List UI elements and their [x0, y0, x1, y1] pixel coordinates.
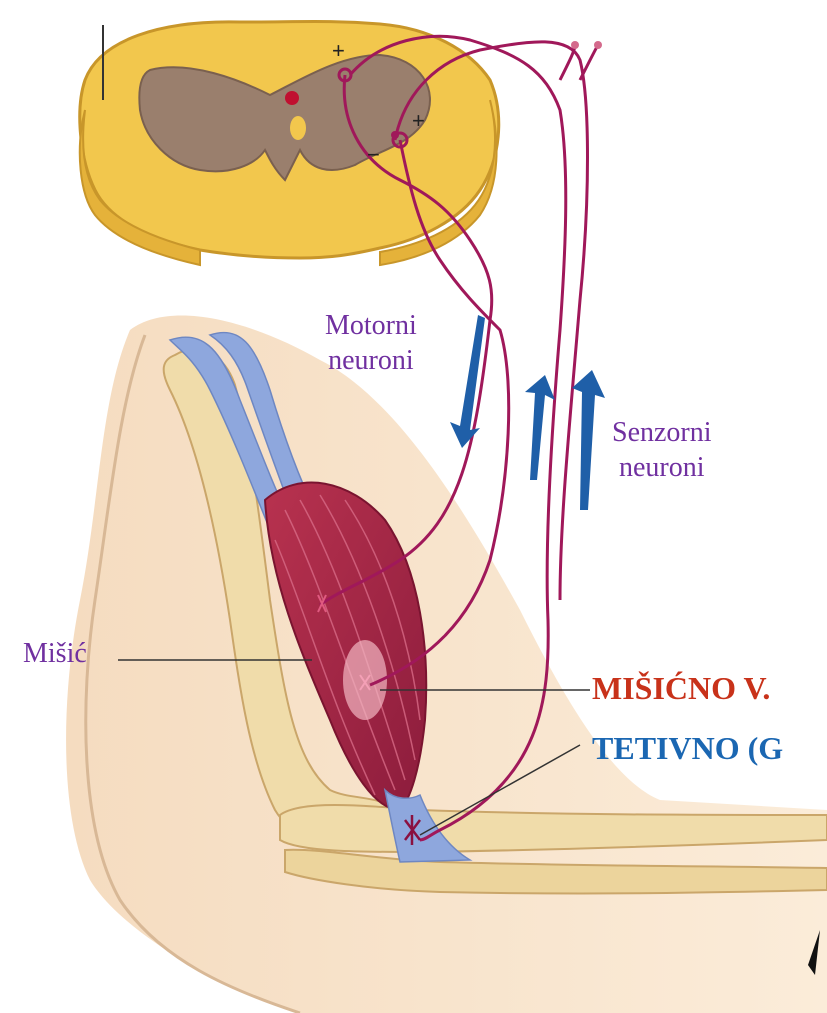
muscle-label: Mišić [23, 636, 87, 671]
minus-sign: − [367, 142, 380, 167]
nerve-ending [594, 41, 602, 49]
synapse [391, 131, 399, 139]
motor-neurons-label-line2: neuroni [325, 343, 417, 378]
motor-neurons-label-line1: Motorni [325, 308, 417, 343]
golgi-tendon-label: TETIVNO (G [592, 730, 783, 767]
arm-skin [66, 316, 827, 1013]
sensory-neurons-label: Senzorni neuroni [612, 415, 712, 485]
motor-arrow [450, 315, 485, 448]
motor-neurons-label: Motorni neuroni [325, 308, 417, 378]
sensory-neurons-label-line2: neuroni [612, 450, 712, 485]
spinal-cord [80, 22, 499, 266]
nerve-ending [571, 41, 579, 49]
muscle-spindle-label: MIŠIĆNO V. [592, 670, 770, 707]
plus-sign: + [332, 38, 345, 63]
plus-sign: + [412, 108, 425, 133]
sensory-neurons-label-line1: Senzorni [612, 415, 712, 450]
